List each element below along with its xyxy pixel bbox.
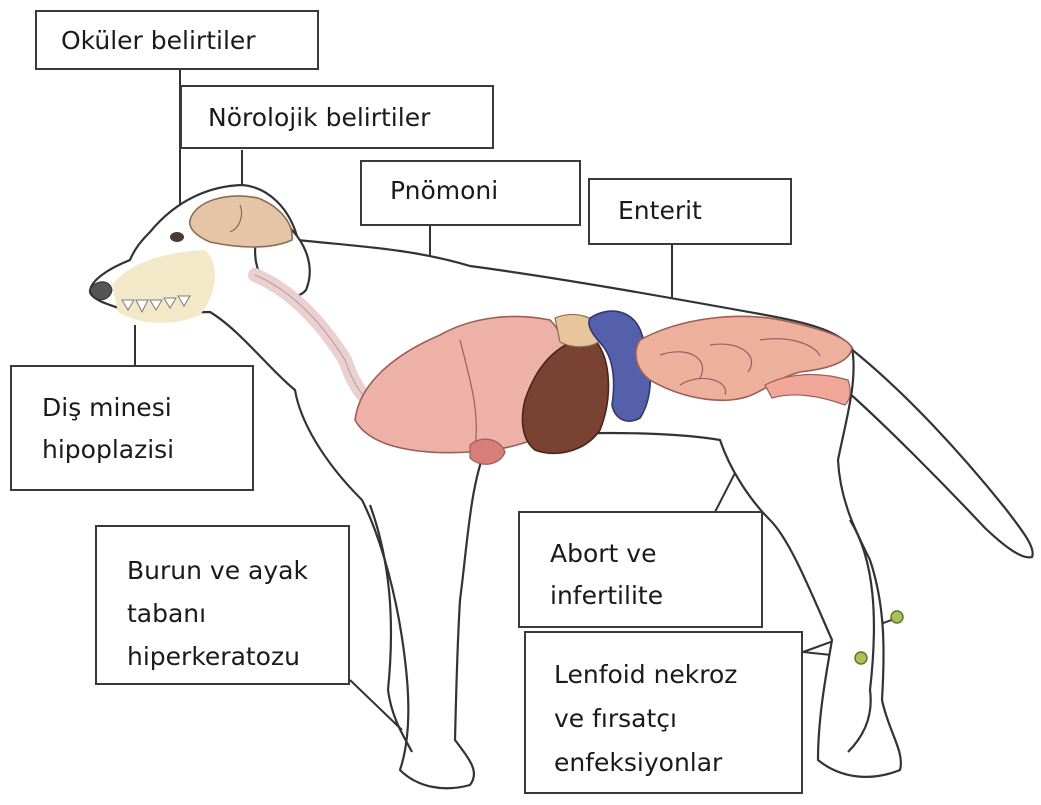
label-pneumonia: Pnömoni xyxy=(360,160,581,226)
label-neurological-signs: Nörolojik belirtiler xyxy=(180,85,494,149)
label-pneumonia-text: Pnömoni xyxy=(390,162,579,220)
label-lymphoid-necrosis: Lenfoid nekroz ve fırsatçı enfeksiyonlar xyxy=(524,631,803,794)
lymph-node-icon xyxy=(855,652,867,664)
label-abortion-line-1: Abort ve xyxy=(550,533,761,575)
label-abortion-infertility: Abort ve infertilite xyxy=(518,511,763,628)
label-enteritis-text: Enterit xyxy=(618,180,790,242)
label-abortion-line-2: infertilite xyxy=(550,575,761,617)
label-hyperkeratosis-line-3: hiperkeratozu xyxy=(127,635,348,678)
label-hyperkeratosis-line-2: tabanı xyxy=(127,592,348,635)
label-hyperkeratosis: Burun ve ayak tabanı hiperkeratozu xyxy=(95,525,350,685)
label-lymphoid-line-3: enfeksiyonlar xyxy=(554,741,801,785)
label-enamel-line-2: hipoplazisi xyxy=(42,429,252,471)
label-lymphoid-line-2: ve fırsatçı xyxy=(554,697,801,741)
label-hyperkeratosis-line-1: Burun ve ayak xyxy=(127,549,348,592)
eye-icon xyxy=(170,232,184,242)
label-neurological-text: Nörolojik belirtiler xyxy=(208,87,492,149)
lymph-node-icon xyxy=(891,611,903,623)
label-lymphoid-line-1: Lenfoid nekroz xyxy=(554,653,801,697)
label-ocular-text: Oküler belirtiler xyxy=(61,12,317,70)
label-enamel-hypoplasia: Diş minesi hipoplazisi xyxy=(10,365,254,491)
label-ocular-signs: Oküler belirtiler xyxy=(35,10,319,70)
label-enamel-line-1: Diş minesi xyxy=(42,387,252,429)
label-enteritis: Enterit xyxy=(588,178,792,245)
